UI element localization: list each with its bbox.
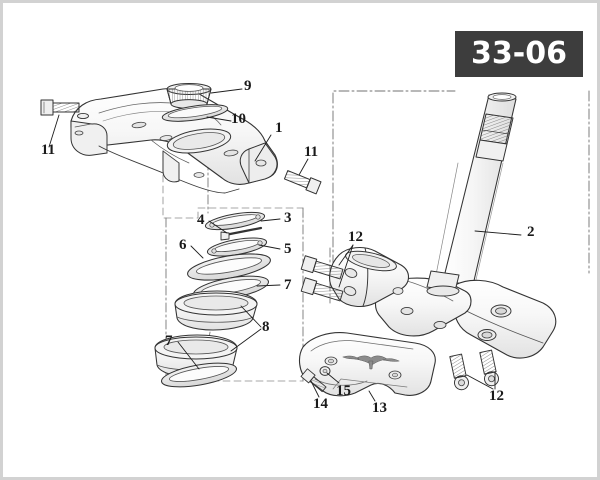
callout-8: 8 [262, 319, 270, 335]
callout-4: 4 [197, 212, 205, 228]
part-bearing-seal-lower [161, 362, 237, 388]
diagram-canvas [40, 83, 590, 402]
callout-1: 1 [275, 120, 283, 136]
callout-13: 13 [372, 400, 387, 416]
part-guard-screw [300, 368, 327, 393]
callout-10: 10 [231, 111, 246, 127]
part-dust-seal-upper [187, 253, 271, 281]
callout-9: 9 [244, 78, 252, 94]
page-code-badge: 33-06 [455, 31, 583, 77]
leader-lines [48, 88, 522, 402]
callout-2: 2 [527, 224, 535, 240]
callout-7-upper: 7 [284, 277, 292, 293]
part-pinch-bolt-lower-pair [449, 349, 499, 391]
part-tapered-bearing-upper [174, 290, 258, 331]
callout-6: 6 [179, 237, 187, 253]
part-pinch-bolt-upper-pair [300, 255, 344, 302]
page-code-label: 33-06 [471, 36, 567, 71]
part-upper-triple-clamp [70, 87, 278, 194]
callout-12-lower: 12 [489, 388, 504, 404]
callout-12-upper: 12 [348, 229, 363, 245]
eagle-emblem-icon [342, 355, 400, 370]
part-clamp-bolt-left [40, 99, 80, 116]
callout-7-lower: 7 [165, 333, 173, 349]
part-lower-triple-clamp [329, 246, 557, 359]
part-upper-ring [204, 211, 266, 231]
callout-5: 5 [284, 241, 292, 257]
part-lower-guard-plate [298, 332, 436, 397]
group-boundary-right [332, 90, 590, 274]
callout-11-right: 11 [304, 144, 319, 160]
part-lock-washer [206, 237, 268, 257]
part-steering-stem-tube [434, 92, 517, 286]
callout-15: 15 [336, 383, 351, 399]
part-clamp-bolt-right [283, 170, 322, 195]
callout-14: 14 [313, 396, 328, 412]
callout-11-left: 11 [41, 142, 56, 158]
part-cap-washer [161, 104, 229, 122]
callout-3: 3 [284, 210, 292, 226]
part-tapered-bearing-lower [154, 334, 238, 378]
